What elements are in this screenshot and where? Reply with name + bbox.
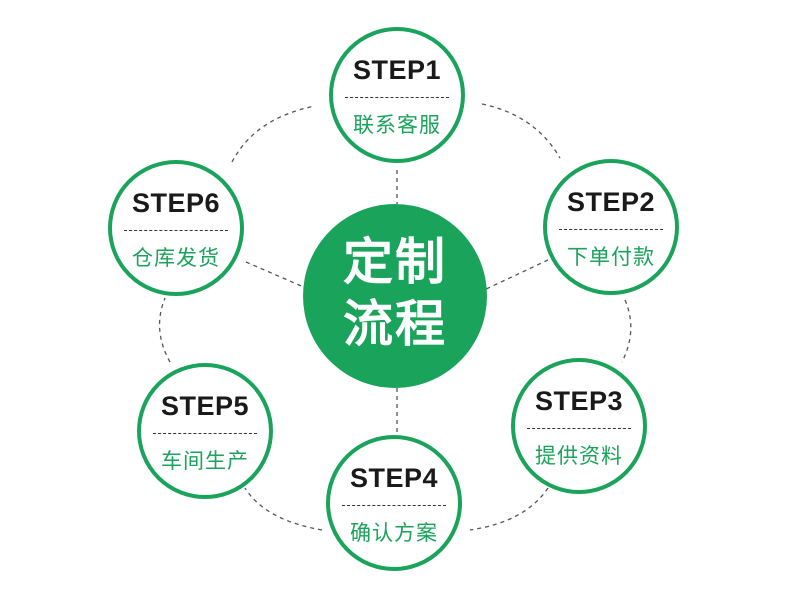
ring-arc-2-3 (621, 299, 632, 363)
step-2-circle: STEP2 下单付款 (543, 159, 679, 295)
step-3-label: 提供资料 (535, 444, 623, 468)
center-title-line2: 流程 (343, 295, 447, 353)
spoke-2 (483, 259, 549, 291)
center-title-line1: 定制 (343, 233, 447, 291)
ring-arc-1-2 (481, 103, 561, 159)
step-5-label: 车间生产 (161, 449, 249, 473)
ring-arc-3-4 (469, 487, 549, 531)
step-2-divider (559, 229, 663, 230)
ring-arc-4-5 (244, 487, 323, 531)
step-4-circle: STEP4 确认方案 (326, 435, 462, 571)
step-3-divider (527, 428, 631, 429)
step-4-title: STEP4 (349, 463, 439, 493)
step-1-divider (345, 97, 449, 98)
step-4-divider (342, 505, 446, 506)
step-6-title: STEP6 (131, 188, 221, 218)
step-1-title: STEP1 (352, 55, 442, 85)
step-2-title: STEP2 (566, 187, 656, 217)
ring-arc-6-1 (231, 105, 316, 163)
step-3-title: STEP3 (534, 386, 624, 416)
step-2-label: 下单付款 (567, 245, 655, 269)
step-5-circle: STEP5 车间生产 (137, 363, 273, 499)
spoke-6 (245, 261, 307, 289)
step-1-label: 联系客服 (353, 113, 441, 137)
step-6-divider (124, 230, 228, 231)
step-4-label: 确认方案 (350, 521, 438, 545)
step-5-divider (153, 433, 257, 434)
step-6-label: 仓库发货 (132, 246, 220, 270)
step-3-circle: STEP3 提供资料 (511, 358, 647, 494)
step-5-title: STEP5 (160, 391, 250, 421)
step-1-circle: STEP1 联系客服 (329, 27, 465, 163)
ring-arc-5-6 (158, 297, 171, 363)
step-6-circle: STEP6 仓库发货 (108, 160, 244, 296)
center-circle: 定制 流程 (303, 204, 487, 388)
